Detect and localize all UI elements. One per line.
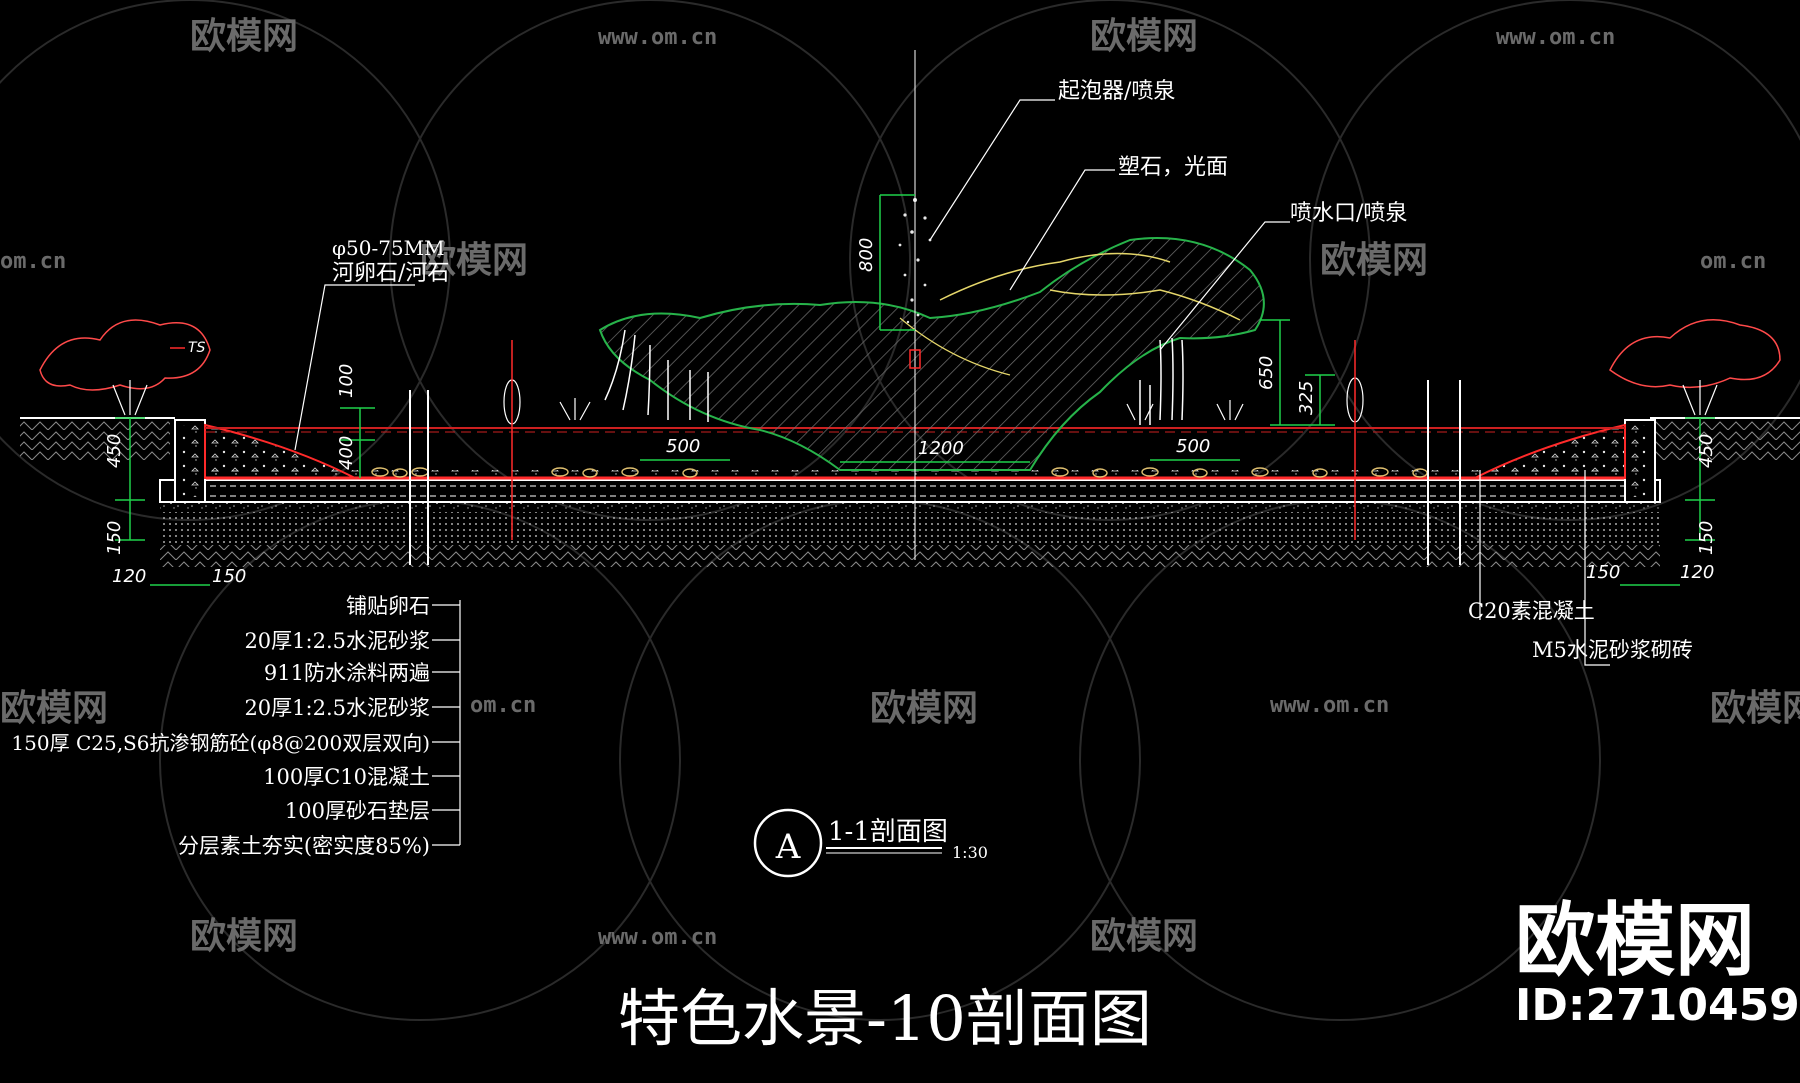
dim-base-left-120: 120 [112,566,146,587]
dim-rock-right: 650 [1256,356,1277,390]
dim-slope-400: 400 [336,436,357,470]
dim-wall-right-450: 450 [1696,434,1717,468]
callout-rock: 塑石，光面 [1118,155,1228,180]
layer-item: 20厚1:2.5水泥砂浆 [244,629,430,653]
layer-item: 100厚C10混凝土 [263,765,430,789]
dim-span-left: 500 [666,436,700,457]
watermark-layer: 欧模网 欧模网 欧模网 欧模网 欧模网 欧模网 欧模网 欧模网 欧模网 www.… [0,16,1800,957]
layer-item: 分层素土夯实(密实度85%) [178,834,430,858]
dim-jet-height: 325 [1296,381,1317,415]
section-symbol: A [775,827,801,867]
dim-wall-right-150: 150 [1696,521,1717,555]
dim-fountain-height: 800 [856,238,877,272]
layer-item: 20厚1:2.5水泥砂浆 [244,696,430,720]
watermark-url: www.om.cn [598,925,717,950]
callout-pebble-size: φ50-75MM [332,236,445,260]
section-scale: 1:30 [952,843,988,862]
callout-c20: C20素混凝土 [1468,599,1595,623]
callout-leaders [294,99,1610,666]
rock-outline [598,237,1265,471]
section-symbol-circle [753,808,823,878]
callouts: 起泡器/喷泉 塑石，光面 喷水口/喷泉 φ50-75MM 河卵石/河石 C20素… [332,79,1693,662]
watermark-url: www.om.cn [1496,25,1615,50]
dim-span-right: 500 [1176,436,1210,457]
drawing-title: 特色水景-10剖面图 [618,982,1152,1055]
watermark-brand: 欧模网 [1090,916,1198,957]
badge-brand: 欧模网 [1515,894,1755,987]
dim-span-center: 1200 [918,438,964,459]
watermark-url: om.cn [470,693,536,718]
watermark-brand: 欧模网 [870,688,978,729]
layer-item: 911防水涂料两遍 [264,661,430,685]
callout-m5: M5水泥砂浆砌砖 [1532,638,1693,662]
layer-schedule: 铺贴卵石 20厚1:2.5水泥砂浆 911防水涂料两遍 20厚1:2.5水泥砂浆… [11,594,461,858]
watermark-url: om.cn [1700,249,1766,274]
watermark-brand: 欧模网 [1710,688,1800,729]
callout-nozzle: 喷水口/喷泉 [1290,201,1407,226]
section-title: 1-1剖面图 [828,817,948,847]
dim-base-left-150: 150 [212,566,246,587]
tree-tag: TS [188,340,206,356]
dim-base-right-150: 150 [1586,562,1620,583]
watermark-brand: 欧模网 [420,240,528,281]
callout-bubbler: 起泡器/喷泉 [1058,79,1175,104]
brand-badge: 欧模网 ID:2710459 [1515,894,1800,1031]
dimension-lines [115,194,1715,586]
dim-wall-left-450: 450 [104,434,125,468]
layer-item: 100厚砂石垫层 [285,799,430,823]
watermark-brand: 欧模网 [0,688,108,729]
dim-base-right-120: 120 [1680,562,1714,583]
watermark-brand: 欧模网 [1320,240,1428,281]
watermark-brand: 欧模网 [190,916,298,957]
watermark-brand: 欧模网 [1090,16,1198,57]
section-structure: TS [20,50,1800,567]
dim-slope-100: 100 [336,364,357,398]
watermark-url: www.om.cn [598,25,717,50]
watermark-url: om.cn [0,249,66,274]
dim-wall-left-150: 150 [104,521,125,555]
section-label: A 1-1剖面图 1:30 [753,808,988,878]
callout-pebble-name: 河卵石/河石 [332,261,449,286]
layer-item: 150厚 C25,S6抗渗钢筋砼(φ8@200双层双向) [11,731,430,755]
badge-id: ID:2710459 [1515,980,1800,1031]
watermark-url: www.om.cn [1270,693,1389,718]
watermark-brand: 欧模网 [190,16,298,57]
layer-item: 铺贴卵石 [346,594,430,618]
dimension-text: 800 650 325 100 400 500 1200 500 450 150… [104,238,1717,587]
